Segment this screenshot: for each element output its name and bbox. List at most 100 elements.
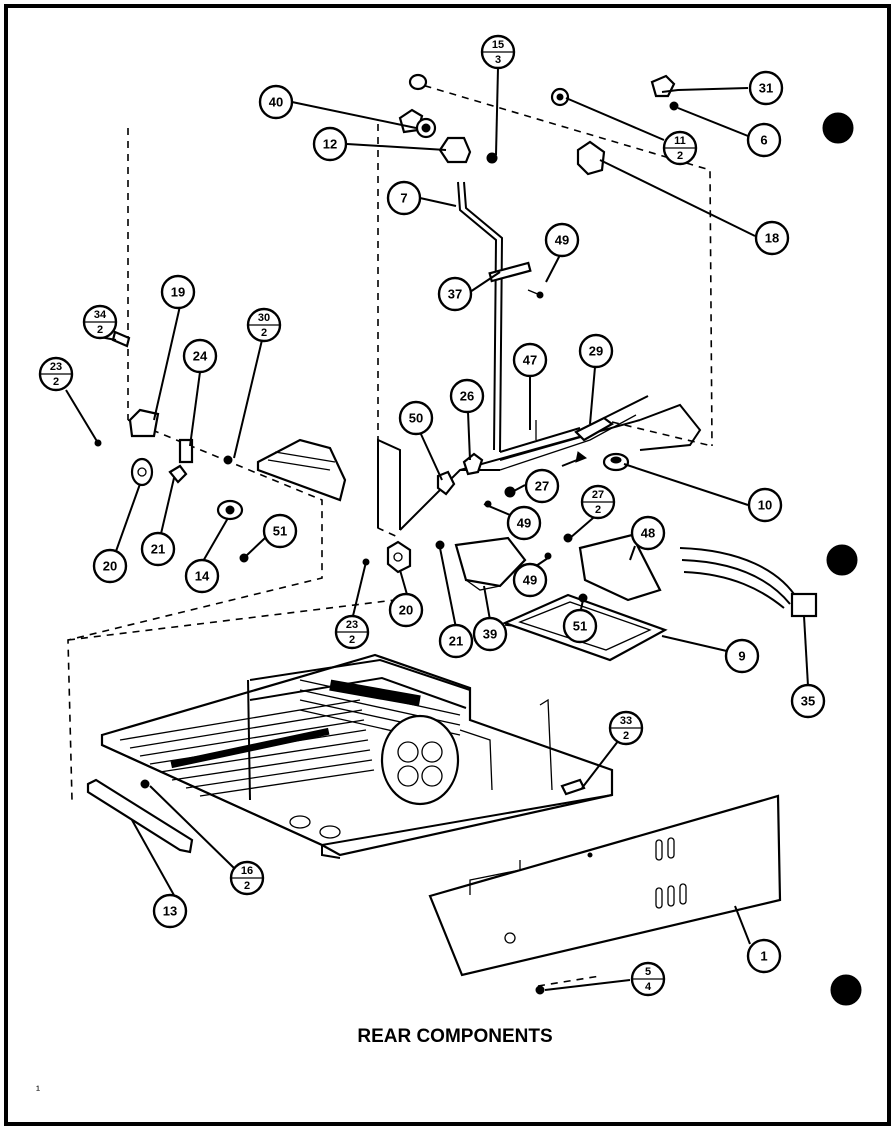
svg-text:49: 49 xyxy=(555,233,569,248)
callout-23-left: 232 xyxy=(38,356,74,392)
svg-text:6: 6 xyxy=(760,133,767,148)
callout-24: 24 xyxy=(182,338,218,374)
callout-18: 18 xyxy=(754,220,790,256)
svg-text:49: 49 xyxy=(517,516,531,531)
callout-35: 35 xyxy=(790,683,826,719)
svg-text:24: 24 xyxy=(193,349,208,364)
callout-47: 47 xyxy=(512,342,548,378)
callout-9: 9 xyxy=(724,638,760,674)
callout-14: 14 xyxy=(184,558,220,594)
callout-37: 37 xyxy=(437,276,473,312)
svg-text:15: 15 xyxy=(492,39,504,51)
callout-40: 40 xyxy=(258,84,294,120)
callout-6: 6 xyxy=(746,122,782,158)
svg-text:20: 20 xyxy=(103,559,117,574)
svg-text:27: 27 xyxy=(535,479,549,494)
callout-49-upper: 49 xyxy=(544,222,580,258)
callout-34: 342 xyxy=(82,304,118,340)
svg-text:40: 40 xyxy=(269,95,283,110)
svg-text:2: 2 xyxy=(53,376,59,388)
rear-access-panel xyxy=(428,794,782,977)
condenser-coils xyxy=(119,679,461,797)
svg-text:30: 30 xyxy=(258,312,270,324)
svg-text:5: 5 xyxy=(645,966,651,978)
punch-hole-top xyxy=(822,112,854,144)
callout-13: 13 xyxy=(152,893,188,929)
svg-text:35: 35 xyxy=(801,694,815,709)
callouts: 40 12 153 31 6 112 18 7 49 37 47 29 19 3… xyxy=(38,34,826,997)
svg-text:39: 39 xyxy=(483,627,497,642)
trim-strip xyxy=(86,778,194,854)
svg-text:27: 27 xyxy=(592,489,604,501)
svg-text:26: 26 xyxy=(460,389,474,404)
svg-text:2: 2 xyxy=(244,880,250,892)
punch-hole-bottom xyxy=(830,974,862,1006)
small-parts xyxy=(94,73,679,995)
punch-hole-middle xyxy=(826,544,858,576)
svg-text:13: 13 xyxy=(163,904,177,919)
svg-text:21: 21 xyxy=(151,542,165,557)
corner-mark: ¹ xyxy=(36,1083,40,1097)
svg-text:2: 2 xyxy=(595,504,601,516)
svg-text:48: 48 xyxy=(641,526,655,541)
callout-26: 26 xyxy=(449,378,485,414)
callout-48: 48 xyxy=(630,515,666,551)
svg-text:29: 29 xyxy=(589,344,603,359)
base-pan xyxy=(100,653,614,859)
callout-33: 332 xyxy=(608,710,644,746)
svg-text:20: 20 xyxy=(399,603,413,618)
callout-23-center: 232 xyxy=(334,614,370,650)
callout-21-left: 21 xyxy=(140,531,176,567)
callout-30: 302 xyxy=(246,307,282,343)
svg-text:19: 19 xyxy=(171,285,185,300)
svg-text:51: 51 xyxy=(273,524,287,539)
callout-20-center: 20 xyxy=(388,592,424,628)
callout-21-center: 21 xyxy=(438,623,474,659)
svg-text:31: 31 xyxy=(759,81,773,96)
svg-text:2: 2 xyxy=(677,150,683,162)
svg-text:3: 3 xyxy=(495,54,501,66)
drain-trough xyxy=(256,438,347,502)
callout-49-lower: 49 xyxy=(512,562,548,598)
callout-16: 162 xyxy=(229,860,265,896)
svg-text:47: 47 xyxy=(523,353,537,368)
callout-19: 19 xyxy=(160,274,196,310)
svg-text:11: 11 xyxy=(674,135,686,147)
bracket-48 xyxy=(578,533,662,602)
page-border xyxy=(4,4,891,1126)
svg-text:23: 23 xyxy=(50,361,62,373)
callout-31: 31 xyxy=(748,70,784,106)
svg-text:4: 4 xyxy=(645,981,652,993)
callout-51-right: 51 xyxy=(562,608,598,644)
callout-11: 112 xyxy=(662,130,698,166)
svg-text:2: 2 xyxy=(97,324,103,336)
svg-text:7: 7 xyxy=(400,191,407,206)
callout-15: 153 xyxy=(480,34,516,70)
callout-20-left: 20 xyxy=(92,548,128,584)
svg-text:50: 50 xyxy=(409,411,423,426)
svg-text:21: 21 xyxy=(449,634,463,649)
svg-text:10: 10 xyxy=(758,498,772,513)
svg-text:2: 2 xyxy=(261,327,267,339)
callout-1: 1 xyxy=(746,938,782,974)
callout-50: 50 xyxy=(398,400,434,436)
svg-text:9: 9 xyxy=(738,649,745,664)
callout-49-middle: 49 xyxy=(506,505,542,541)
compressor xyxy=(380,714,493,806)
power-cord xyxy=(679,547,818,618)
svg-text:33: 33 xyxy=(620,715,632,727)
svg-text:1: 1 xyxy=(760,949,767,964)
callout-27: 27 xyxy=(524,468,560,504)
callout-10: 10 xyxy=(747,487,783,523)
callout-39: 39 xyxy=(472,616,508,652)
callout-51-left: 51 xyxy=(262,513,298,549)
callout-27-fraction: 272 xyxy=(580,484,616,520)
callout-5: 54 xyxy=(630,961,666,997)
diagram-caption: REAR COMPONENTS xyxy=(357,1026,552,1047)
svg-text:16: 16 xyxy=(241,865,253,877)
callout-7: 7 xyxy=(386,180,422,216)
svg-text:18: 18 xyxy=(765,231,779,246)
svg-text:51: 51 xyxy=(573,619,587,634)
callout-29: 29 xyxy=(578,333,614,369)
